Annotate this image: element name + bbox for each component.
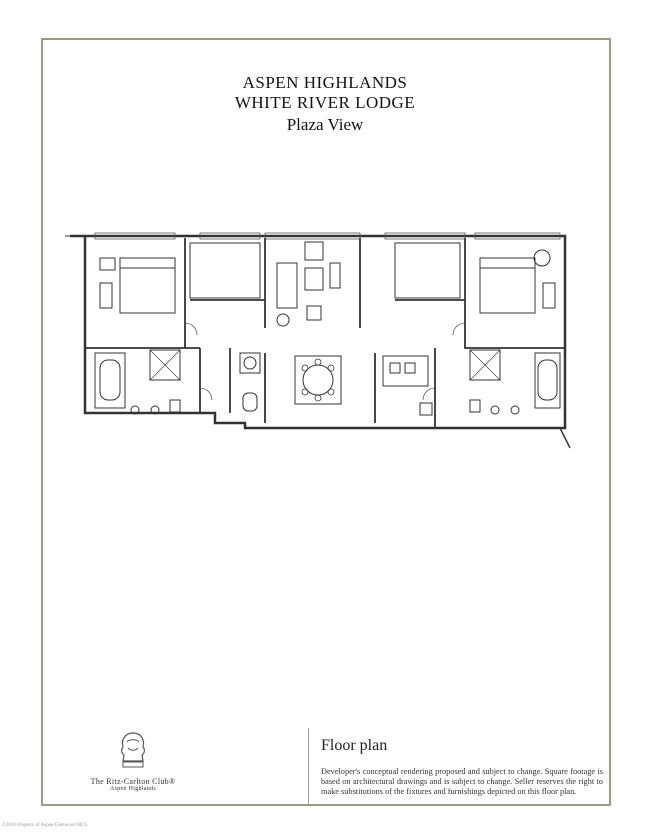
copyright-text: ©2018 Property of Aspen/Glenwood MLS: [2, 823, 88, 828]
title-line-3: Plaza View: [286, 115, 364, 134]
logo-name: The Ritz-Carlton Club®: [90, 777, 176, 786]
title-line-2: WHITE RIVER LODGE: [234, 93, 416, 112]
ritz-carlton-logo: The Ritz-Carlton Club® Aspen Highlands: [78, 730, 188, 792]
title-line-1: ASPEN HIGHLANDS: [242, 73, 408, 92]
lion-crest-icon: [121, 732, 145, 768]
logo-subtitle: Aspen Highlands: [110, 786, 156, 792]
page-frame: [41, 38, 611, 806]
footer-divider: [308, 728, 309, 804]
floor-plan-label: Floor plan: [321, 737, 388, 754]
floor-plan-drawing: [65, 232, 571, 449]
disclaimer-text: Developer's conceptual rendering propose…: [321, 767, 603, 796]
